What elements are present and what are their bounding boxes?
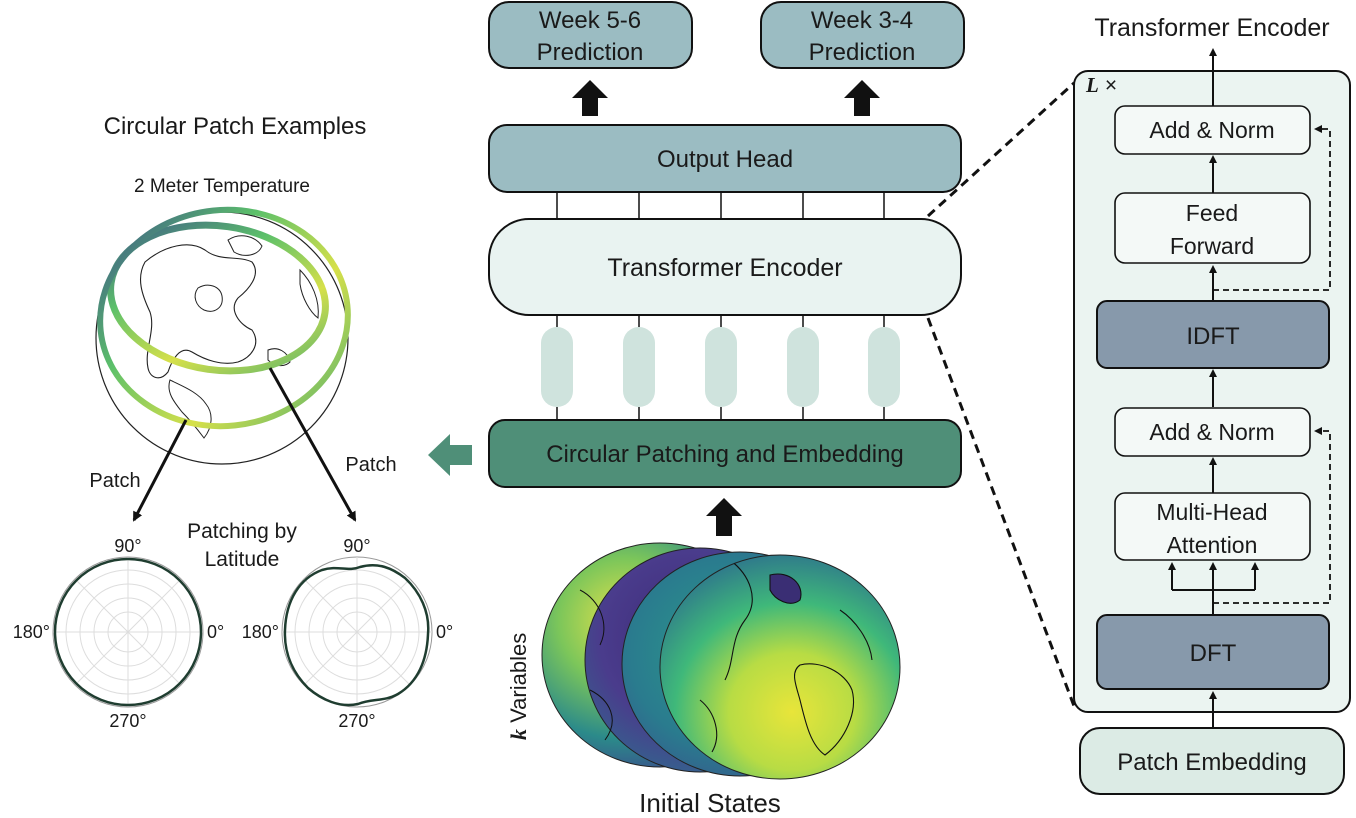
dft-label: DFT — [1190, 640, 1237, 667]
k-variables-label: k Variables — [506, 633, 531, 740]
token-pill-4 — [787, 327, 819, 407]
token-pill-3 — [705, 327, 737, 407]
patch-embedding-label: Patch Embedding — [1117, 749, 1306, 776]
left-arrow-to-examples — [428, 434, 472, 476]
multi-head-line2: Attention — [1167, 532, 1258, 558]
multi-head-line1: Multi-Head — [1156, 499, 1267, 525]
add-norm-box-top — [1114, 105, 1311, 155]
attention-input-arrows — [1168, 562, 1259, 615]
polar-plot-left: 90° 180° 0° 270° — [13, 536, 224, 731]
polar-right-tick-left: 180° — [242, 622, 279, 642]
patch-arrow-left — [132, 419, 188, 522]
zoom-line-bottom — [926, 317, 1076, 707]
output-head-label: Output Head — [657, 146, 793, 173]
residual-connection-bottom — [1213, 427, 1331, 604]
initial-states-label: Initial States — [639, 788, 781, 818]
week56-line2: Prediction — [537, 39, 644, 66]
polar-left-tick-top: 90° — [114, 536, 141, 556]
residual-connection-top — [1213, 125, 1331, 291]
polar-right-tick-bottom: 270° — [338, 711, 375, 731]
feed-forward-line2: Forward — [1170, 233, 1254, 259]
week34-line1: Week 3-4 — [811, 7, 913, 34]
polar-left-tick-right: 0° — [207, 622, 224, 642]
add-norm-label-top: Add & Norm — [1149, 117, 1274, 143]
up-arrow-initial-states — [706, 498, 742, 536]
encoder-detail-title: Transformer Encoder — [1094, 14, 1329, 42]
feed-forward-box — [1114, 192, 1311, 264]
circular-patching-label: Circular Patching and Embedding — [546, 441, 904, 468]
polar-right-tick-right: 0° — [436, 622, 453, 642]
temperature-globe — [95, 206, 351, 465]
latitude-label-line1: Patching by — [187, 520, 297, 543]
layer-repeat-label: L× — [1085, 73, 1117, 97]
week56-prediction-box — [488, 1, 693, 69]
idft-box — [1096, 300, 1330, 369]
polar-left-tick-bottom: 270° — [109, 711, 146, 731]
left-subtitle: 2 Meter Temperature — [134, 176, 310, 197]
feed-forward-line1: Feed — [1186, 200, 1238, 226]
week34-line2: Prediction — [809, 39, 916, 66]
week34-prediction-box — [760, 1, 965, 69]
layer-repeat-times: × — [1105, 74, 1117, 97]
up-arrow-week34 — [844, 80, 880, 116]
patch-label-left: Patch — [89, 470, 140, 492]
idft-label: IDFT — [1186, 323, 1240, 350]
initial-state-globes — [541, 542, 901, 780]
patch-arrow-right — [268, 367, 357, 522]
layer-repeat-symbol: L — [1085, 73, 1099, 97]
add-norm-box-bottom — [1114, 407, 1311, 457]
token-pills — [541, 315, 900, 420]
transformer-encoder-box — [488, 218, 962, 316]
patch-embedding-box — [1079, 727, 1345, 795]
circular-patching-box — [488, 419, 962, 488]
token-pill-1 — [541, 327, 573, 407]
up-arrow-week56 — [572, 80, 608, 116]
polar-plot-right: 90° 180° 0° 270° — [242, 536, 453, 731]
latitude-label-line2: Latitude — [205, 548, 280, 571]
left-title: Circular Patch Examples — [104, 113, 367, 140]
polar-left-tick-left: 180° — [13, 622, 50, 642]
variables-word: Variables — [506, 633, 531, 729]
token-pill-5 — [868, 327, 900, 407]
k-symbol: k — [506, 729, 531, 740]
token-pill-2 — [623, 327, 655, 407]
dft-box — [1096, 614, 1330, 690]
patch-label-right: Patch — [345, 454, 396, 476]
multi-head-attention-box — [1114, 492, 1311, 561]
zoom-line-top — [926, 81, 1076, 218]
add-norm-label-bottom: Add & Norm — [1149, 419, 1274, 445]
week56-line1: Week 5-6 — [539, 7, 641, 34]
head-encoder-connectors — [556, 192, 885, 220]
output-head-box — [488, 124, 962, 193]
polar-right-tick-top: 90° — [343, 536, 370, 556]
transformer-encoder-label: Transformer Encoder — [607, 254, 842, 282]
